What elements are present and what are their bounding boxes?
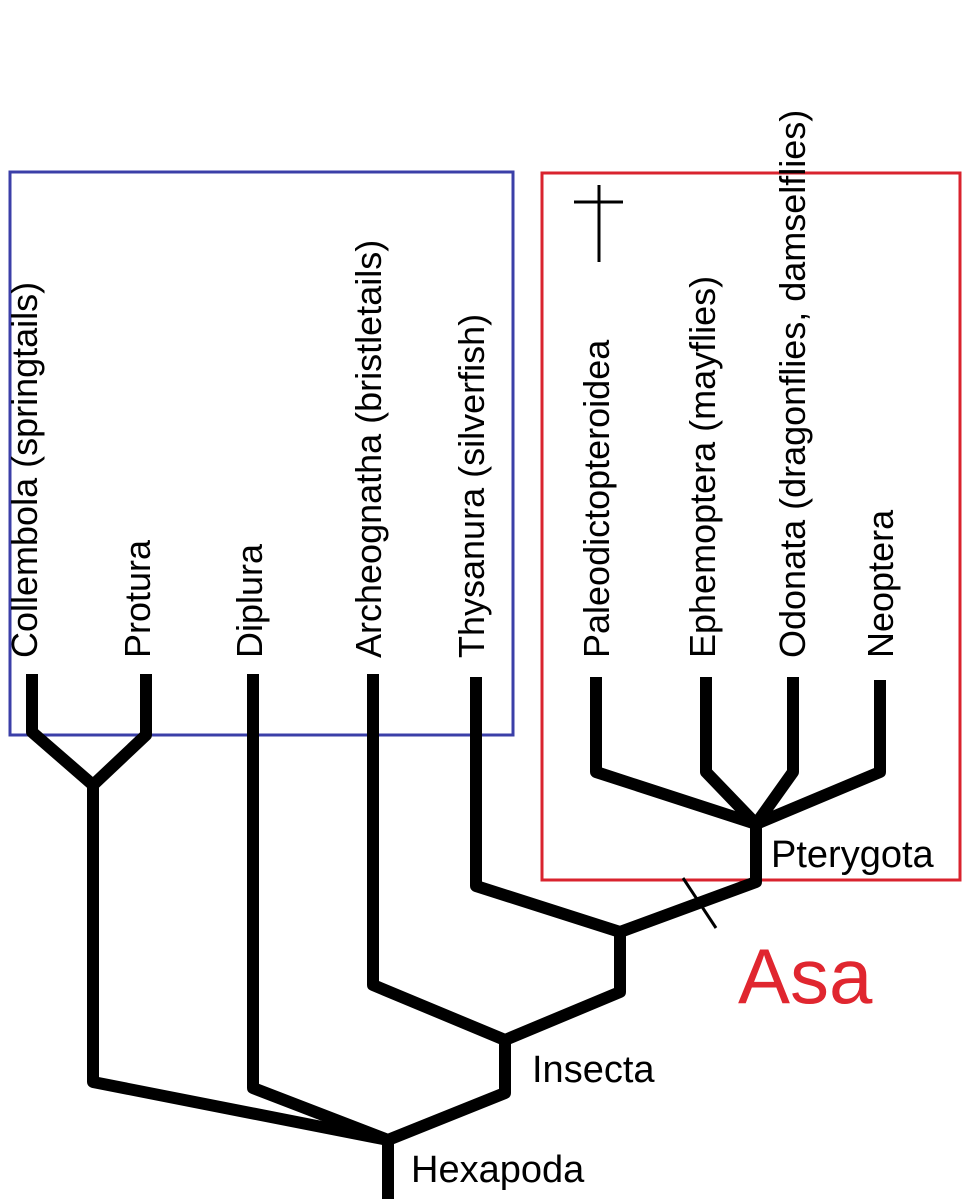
taxon-label-archeognatha: Archeognatha (bristletails) xyxy=(348,240,389,658)
taxon-label-thysanura: Thysanura (silverfish) xyxy=(451,314,492,658)
branch-thysanura xyxy=(470,677,628,940)
branch-insecta-stem xyxy=(380,1034,511,1148)
taxon-label-paleodictopteroidea: Paleodictopteroidea xyxy=(576,339,617,658)
clade-label-pterygota: Pterygota xyxy=(771,834,935,876)
taxon-label-diplura: Diplura xyxy=(229,543,270,658)
taxon-label-odonata: Odonata (dragonflies, damselflies) xyxy=(772,110,813,658)
branch-collembola-protura-stem xyxy=(87,779,396,1148)
taxon-label-ephemoptera: Ephemoptera (mayflies) xyxy=(682,276,723,658)
branch-diplura xyxy=(247,674,396,1148)
trait-tick-mark xyxy=(681,877,718,929)
taxon-label-collembola: Collembola (springtails) xyxy=(4,282,45,658)
clade-label-insecta: Insecta xyxy=(532,1049,655,1091)
clade-label-hexapoda: Hexapoda xyxy=(411,1149,585,1191)
taxon-label-protura: Protura xyxy=(117,539,158,658)
branch-neoptera xyxy=(748,680,886,832)
taxon-label-neoptera: Neoptera xyxy=(860,509,901,658)
branch-odonata xyxy=(747,677,799,833)
branch-archeognatha xyxy=(367,674,513,1048)
branch-collembola xyxy=(26,674,102,794)
trait-label-asa: Asa xyxy=(738,932,873,1020)
branch-pterygota-stem xyxy=(612,818,762,940)
branch-paleodictopteroidea xyxy=(590,677,764,832)
tree-branches xyxy=(26,674,886,1199)
left-group-box xyxy=(8,170,515,737)
branch-protura xyxy=(84,674,152,794)
dagger-icon xyxy=(574,185,623,262)
branch-dicondylia xyxy=(497,926,626,1048)
branch-ephemoptera xyxy=(700,677,765,833)
